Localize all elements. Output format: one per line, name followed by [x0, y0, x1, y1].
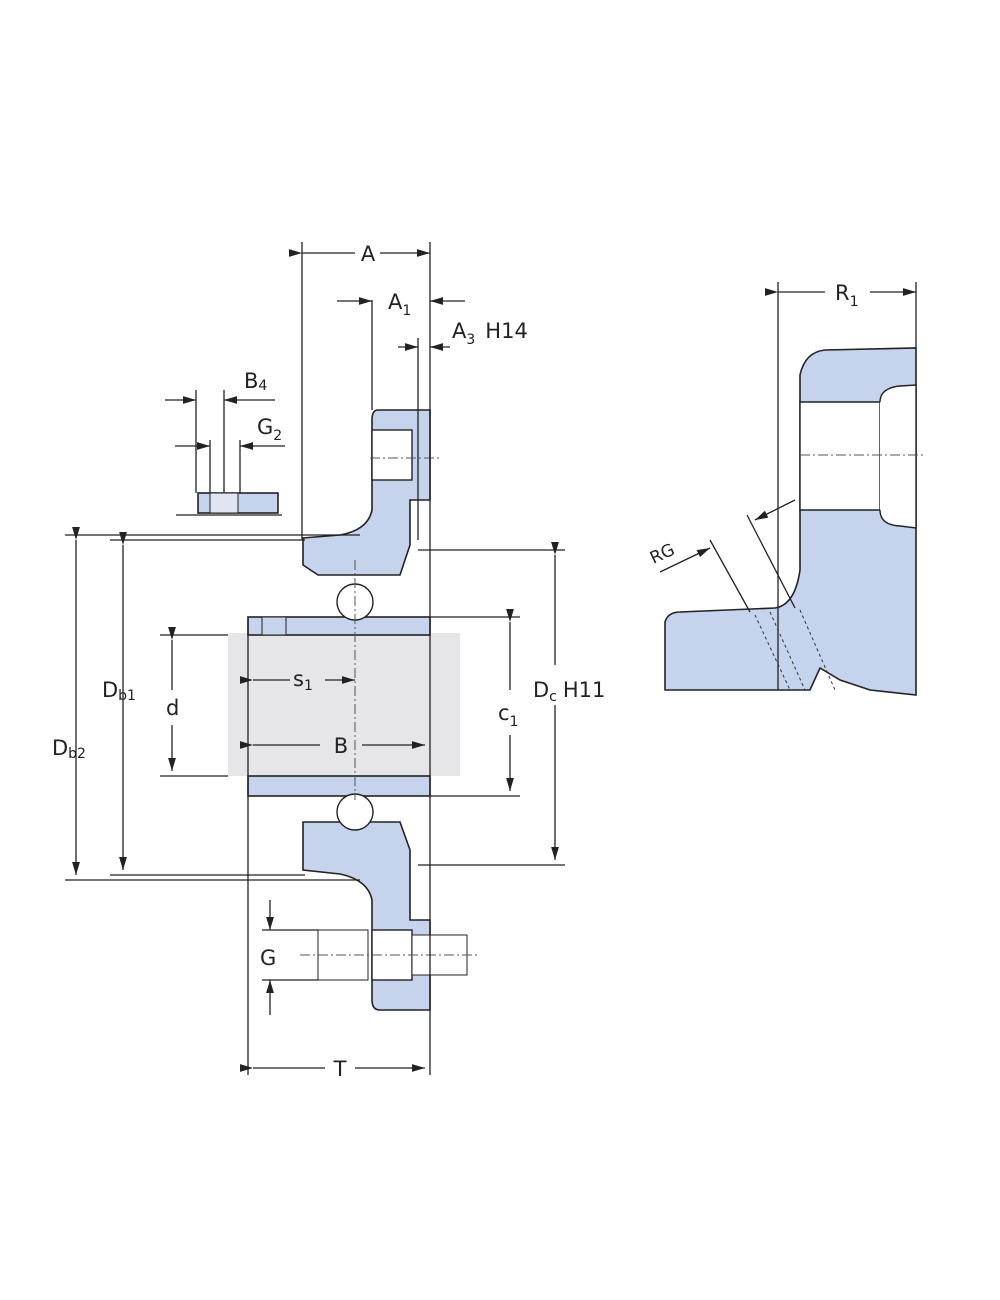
dim-label-R1: R1	[835, 281, 859, 310]
inner-ring-lower	[247, 775, 431, 797]
dim-label-B: B	[334, 734, 348, 758]
dim-label-RG: RG	[647, 540, 678, 569]
dim-label-d: d	[166, 696, 179, 720]
dim-label-c1: c1	[498, 701, 518, 730]
dim-label-A: A	[361, 242, 376, 266]
set-screw-upper	[261, 616, 287, 636]
dim-label-T: T	[333, 1057, 347, 1081]
dim-label-Db2: Db2	[52, 736, 86, 762]
bolt-hole-upper	[371, 429, 413, 481]
shaft	[228, 633, 460, 776]
dim-label-s1: s1	[293, 667, 313, 694]
dim-label-G2: G2	[257, 415, 282, 444]
dim-label-G: G	[260, 946, 276, 970]
dim-label-A1: A1	[388, 290, 411, 319]
housing-lower	[302, 821, 431, 1011]
dim-label-B4: B4	[244, 369, 267, 394]
dim-label-Db1: Db1	[102, 678, 136, 704]
flange-detail-view	[659, 282, 925, 696]
